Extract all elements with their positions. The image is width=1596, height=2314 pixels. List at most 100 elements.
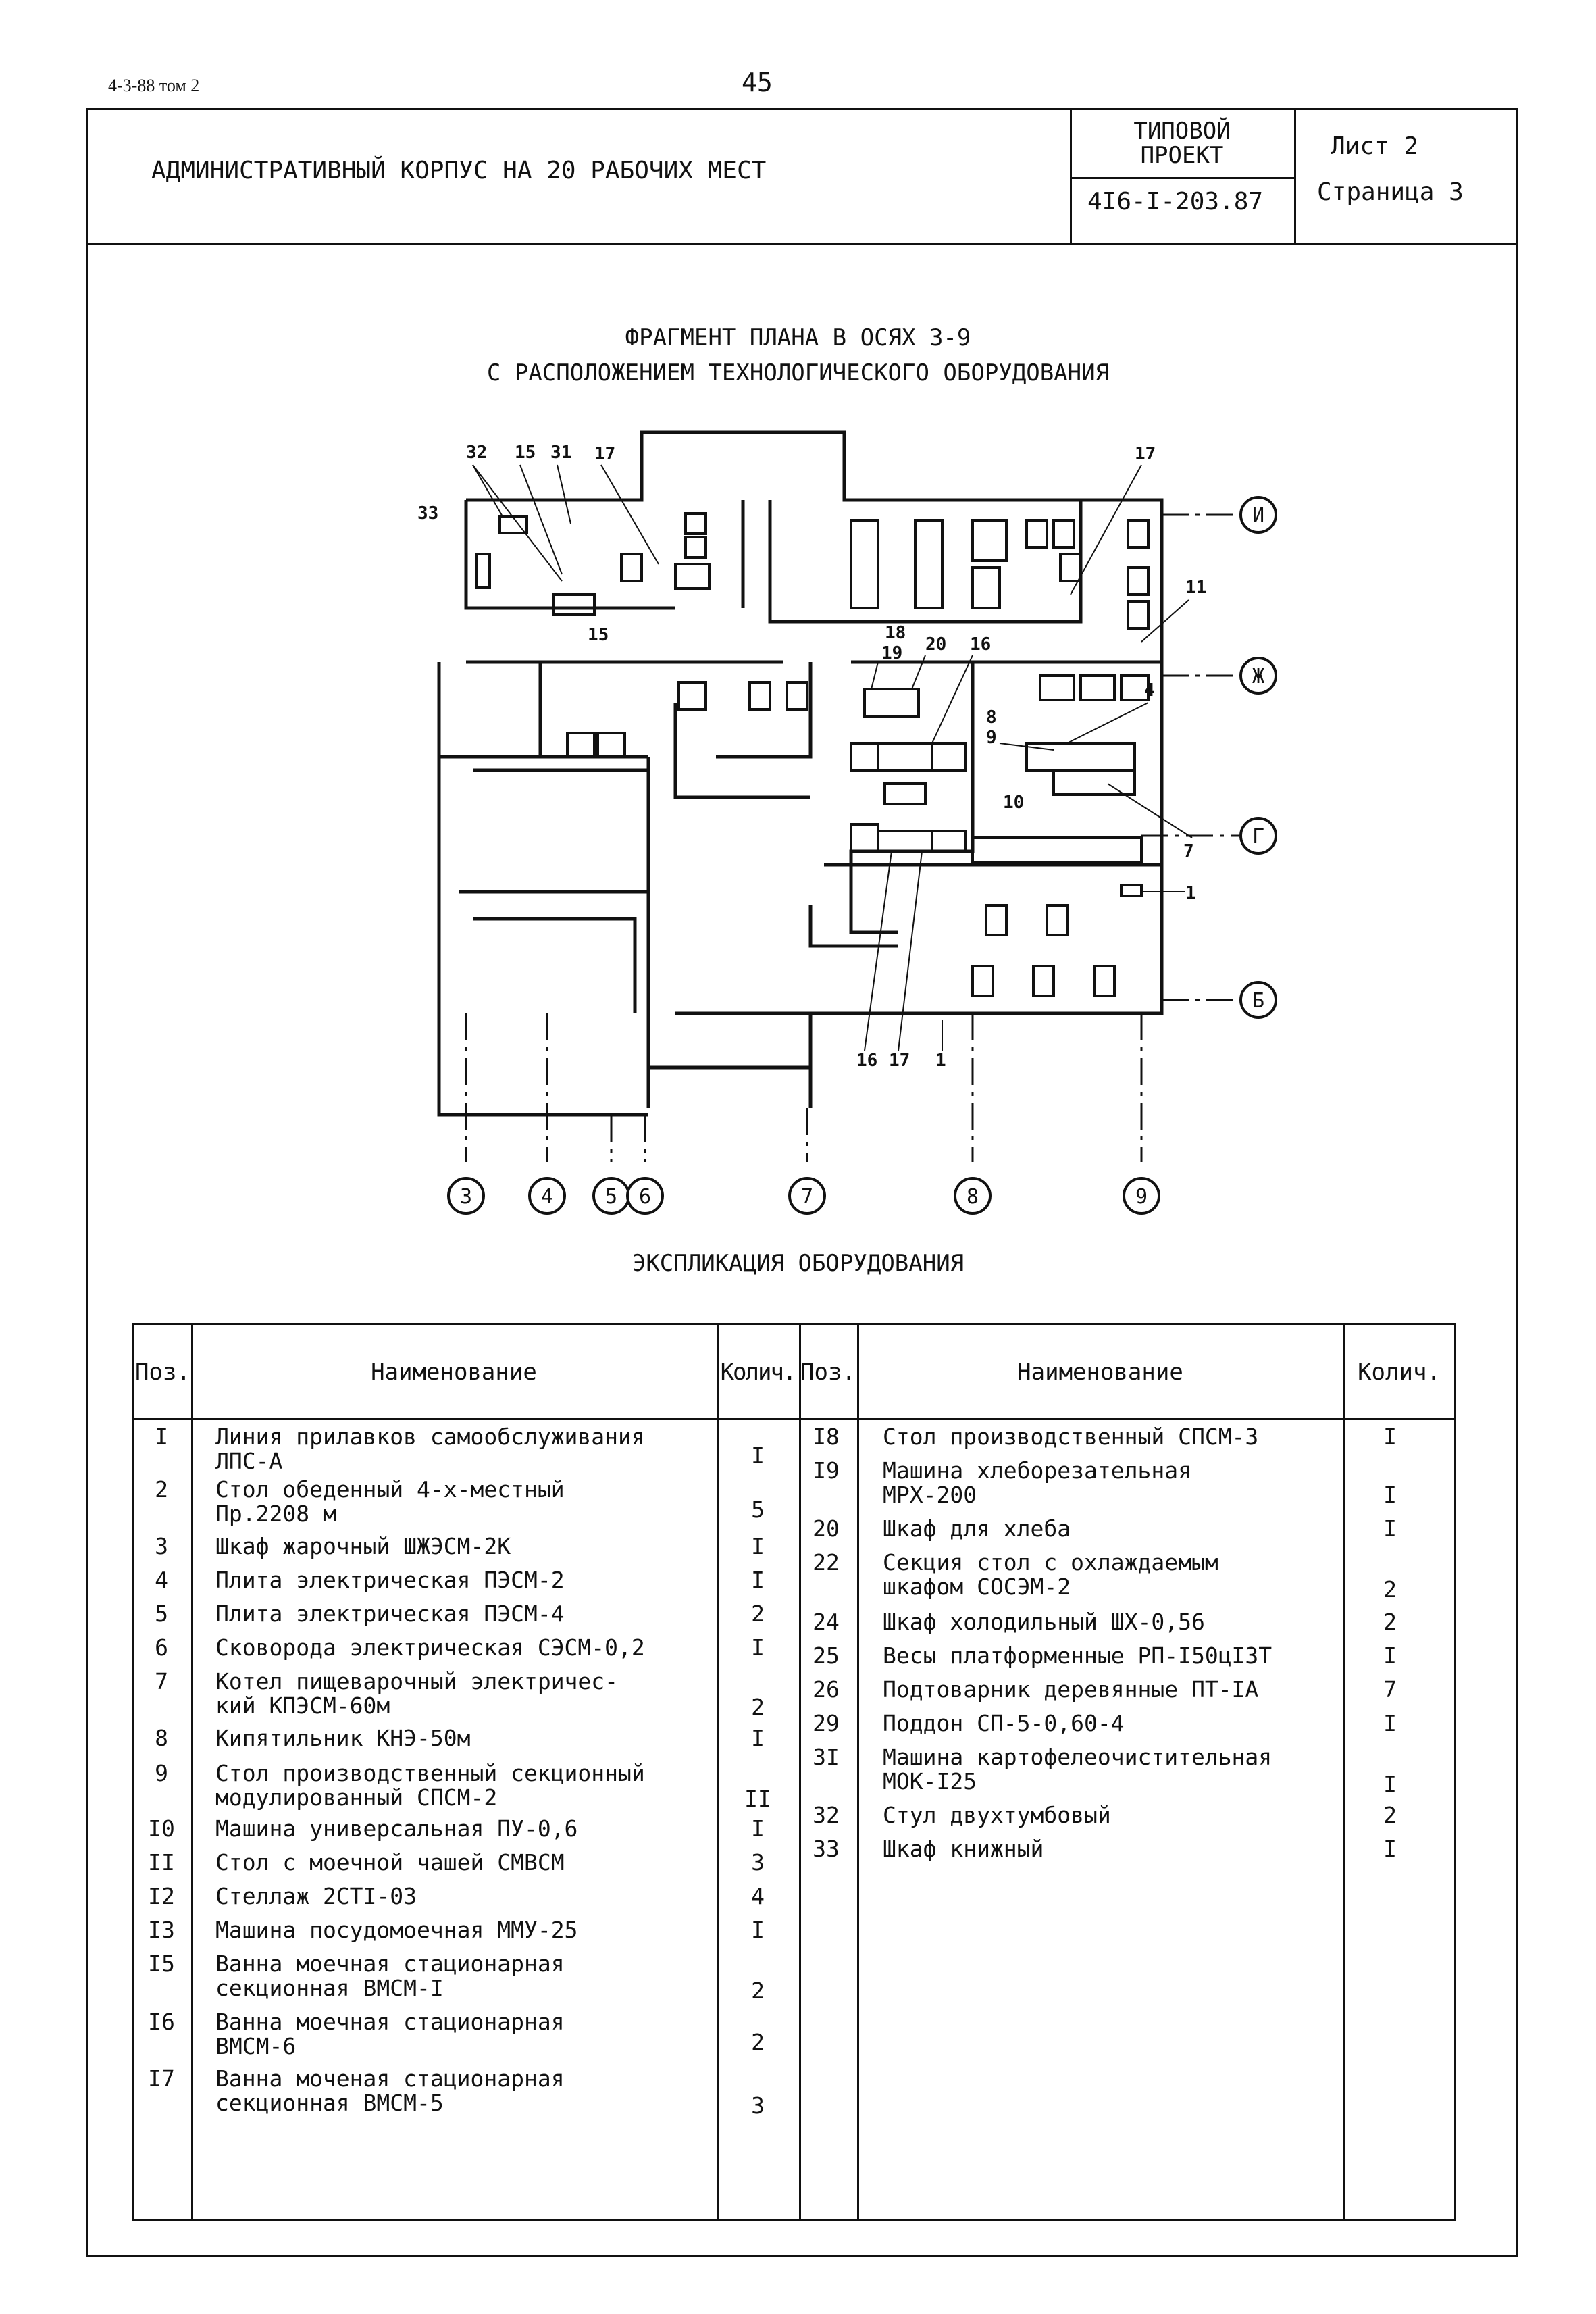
leader-line (931, 655, 973, 744)
row-name: Ванна моечная стационарная секционная ВМ… (215, 1951, 565, 2001)
row-name: Машина картофелеочистительная МОК-I25 (883, 1744, 1272, 1794)
row-name: Машина хлеборезательная МРХ-200 (883, 1457, 1191, 1508)
row-qty: 2 (751, 2029, 765, 2055)
row-name: Подтоварник деревянные ПТ-IА (883, 1676, 1259, 1703)
col-line (857, 1325, 859, 2220)
equipment-box (1127, 519, 1150, 549)
equipment-box (1052, 519, 1075, 549)
row-name: Шкаф холодильный ШХ-0,56 (883, 1609, 1205, 1635)
leader-line (472, 464, 563, 582)
equipment-table: Поз. Наименование Колич. Поз. Наименован… (132, 1323, 1456, 2221)
row-pos: 4 (155, 1567, 168, 1593)
row-pos: I5 (148, 1951, 175, 1977)
wall (473, 917, 637, 1013)
document-title: АДМИНИСТРАТИВНЫЙ КОРПУС НА 20 РАБОЧИХ МЕ… (151, 157, 767, 184)
row-qty: I (1383, 1642, 1397, 1669)
axis-bubble-i (1239, 496, 1277, 534)
leader-line (1070, 464, 1142, 595)
row-name: Стул двухтумбовый (883, 1802, 1111, 1828)
header-pos-left: Поз. (135, 1359, 190, 1386)
equipment-box (931, 830, 967, 853)
row-pos: I0 (148, 1815, 175, 1842)
callout: 19 (881, 643, 902, 663)
equipment-box (1120, 884, 1143, 897)
drawing-frame (86, 108, 1518, 2257)
axis-bubble-3 (447, 1177, 485, 1215)
row-qty: I (1383, 1482, 1397, 1508)
header-vline-2 (1294, 108, 1296, 243)
row-pos: 20 (813, 1515, 840, 1542)
row-pos: I7 (148, 2065, 175, 2092)
table-title: ЭКСПЛИКАЦИЯ ОБОРУДОВАНИЯ (632, 1250, 964, 1277)
row-qty: I (751, 1634, 765, 1661)
callout: 16 (856, 1051, 877, 1071)
equipment-box (850, 742, 879, 772)
col-line (717, 1325, 719, 2220)
wall (437, 662, 648, 759)
row-pos: 2 (155, 1476, 168, 1503)
row-qty: 5 (751, 1496, 765, 1523)
axis-label: 5 (605, 1185, 617, 1209)
axis-bubble-4 (528, 1177, 566, 1215)
callout: 9 (986, 728, 997, 748)
row-qty: 2 (1383, 1802, 1397, 1828)
row-name: Шкаф книжный (883, 1836, 1044, 1862)
axis-label: Ж (1252, 665, 1264, 688)
equipment-box (883, 782, 927, 805)
leader-line (1107, 783, 1193, 838)
equipment-box (1039, 674, 1075, 701)
equipment-box (566, 732, 596, 758)
header-qty-right: Колич. (1358, 1359, 1441, 1386)
callouts: 32 15 31 17 33 15 17 11 18 19 20 16 4 8 … (417, 443, 1206, 1071)
project-code: 4I6-I-203.87 (1087, 188, 1264, 216)
equipment-box (596, 732, 626, 758)
row-name: Котел пищеварочный электричес- кий КПЭСМ… (215, 1668, 619, 1719)
row-qty: 2 (751, 1694, 765, 1720)
axis-label: 9 (1135, 1185, 1148, 1209)
page-label: Страница 3 (1317, 178, 1464, 206)
callout: 33 (417, 503, 438, 524)
row-qty: I (751, 1917, 765, 1943)
row-name: Стол производственный секционный модулир… (215, 1760, 645, 1811)
equipment-box (1127, 600, 1150, 630)
axis-bubble-7 (788, 1177, 826, 1215)
wall (675, 1011, 813, 1108)
callout: 8 (986, 707, 997, 728)
row-name: Плита электрическая ПЭСМ-2 (215, 1567, 565, 1593)
wall (466, 430, 1164, 1015)
row-qty: 3 (751, 2092, 765, 2119)
row-qty: 4 (751, 1883, 765, 1909)
col-line (1343, 1325, 1345, 2220)
row-qty: I (1383, 1836, 1397, 1862)
row-qty: II (744, 1786, 771, 1812)
leader-line (999, 743, 1054, 751)
callout: 16 (970, 634, 991, 655)
row-pos: 25 (813, 1642, 840, 1669)
equipment-box (1032, 965, 1055, 997)
wall (849, 660, 975, 934)
axis-label: 6 (639, 1185, 651, 1209)
axis-bubble-zh (1239, 657, 1277, 695)
wall (768, 500, 1083, 624)
equipment-box (1093, 965, 1116, 997)
callout: 17 (889, 1051, 910, 1071)
row-name: Машина универсальная ПУ-0,6 (215, 1815, 578, 1842)
row-name: Весы платформенные РП-I50цI3Т (883, 1642, 1272, 1669)
row-name: Поддон СП-5-0,60-4 (883, 1710, 1125, 1736)
header-qty-left: Колич. (720, 1359, 797, 1386)
axis-labels: 3 4 5 6 7 8 9 И Ж Г Б (460, 504, 1264, 1209)
leader-line (472, 464, 504, 518)
row-pos: 26 (813, 1676, 840, 1703)
equipment-box (1025, 742, 1136, 772)
callout: 17 (1135, 444, 1156, 464)
row-name: Ванна моченая стационарная секционная ВМ… (215, 2065, 565, 2116)
equipment-box (914, 519, 944, 609)
axis-bubble-8 (954, 1177, 992, 1215)
axis-label: 3 (460, 1185, 472, 1209)
row-pos: 32 (813, 1802, 840, 1828)
equipment-box (1046, 904, 1069, 936)
row-qty: 7 (1383, 1676, 1397, 1703)
col-line (799, 1325, 801, 2220)
row-name: Сковорода электрическая СЭСМ-0,2 (215, 1634, 645, 1661)
equipment-box (552, 593, 596, 616)
